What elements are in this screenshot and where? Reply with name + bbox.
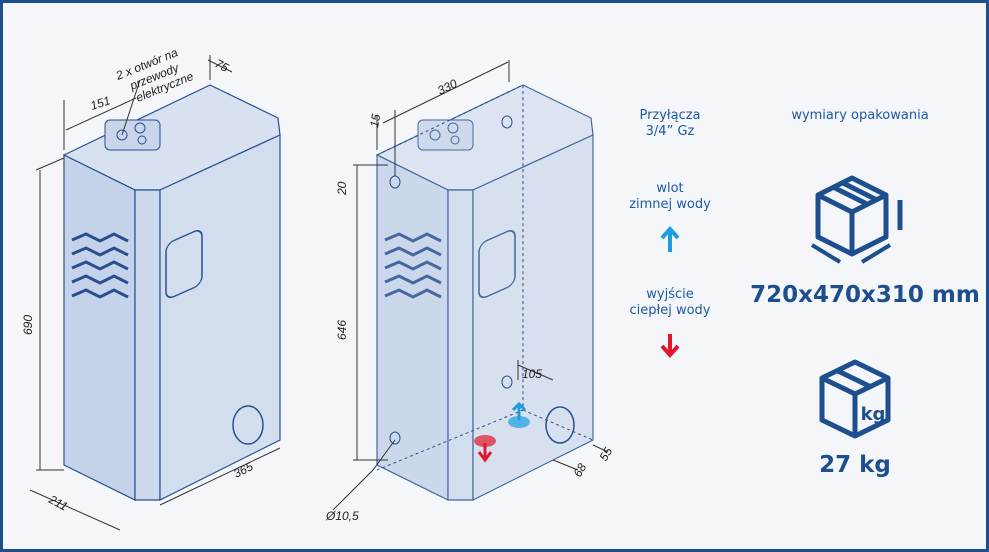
hot-outlet-line-2: ciepłej wody [629,303,711,318]
dim-20: 20 [335,181,349,196]
hot-water-arrow-icon [660,334,680,359]
right-boiler-view [332,60,609,511]
dim-68: 68 [570,461,589,480]
cold-inlet-line-1: wlot [656,181,684,196]
left-boiler-view [29,55,282,531]
package-icon [810,175,903,264]
weight-icon [819,359,891,439]
dim-55: 55 [596,445,615,464]
dim-690: 690 [21,315,35,335]
dim-15: 15 [367,113,383,129]
dim-646: 646 [335,320,349,340]
cold-inlet-line-2: zimnej wody [629,197,711,212]
cold-inlet-label: wlot zimnej wody [610,181,730,213]
packaging-title: wymiary opakowania [791,108,929,123]
dim-75: 75 [213,56,232,75]
kg-label: kg [861,404,886,425]
connections-line-2: 3/4” Gz [645,124,695,139]
cold-water-arrow-icon [660,225,680,252]
dim-hole-diameter: Ø10,5 [325,509,359,523]
hot-outlet-line-1: wyjście [646,287,694,302]
dimension-labels: 151 75 2 x otwór na przewody elektryczne… [21,45,615,523]
weight-value: 27 kg [819,452,891,478]
dim-105: 105 [522,367,542,381]
packaging-dimensions: 720x470x310 mm [750,282,980,308]
connections-label: Przyłącza 3/4” Gz [610,108,730,140]
connections-line-1: Przyłącza [639,108,701,123]
dim-211: 211 [46,492,70,514]
dim-151: 151 [89,93,112,113]
hot-outlet-label: wyjście ciepłej wody [610,287,730,319]
dim-330: 330 [435,76,459,98]
